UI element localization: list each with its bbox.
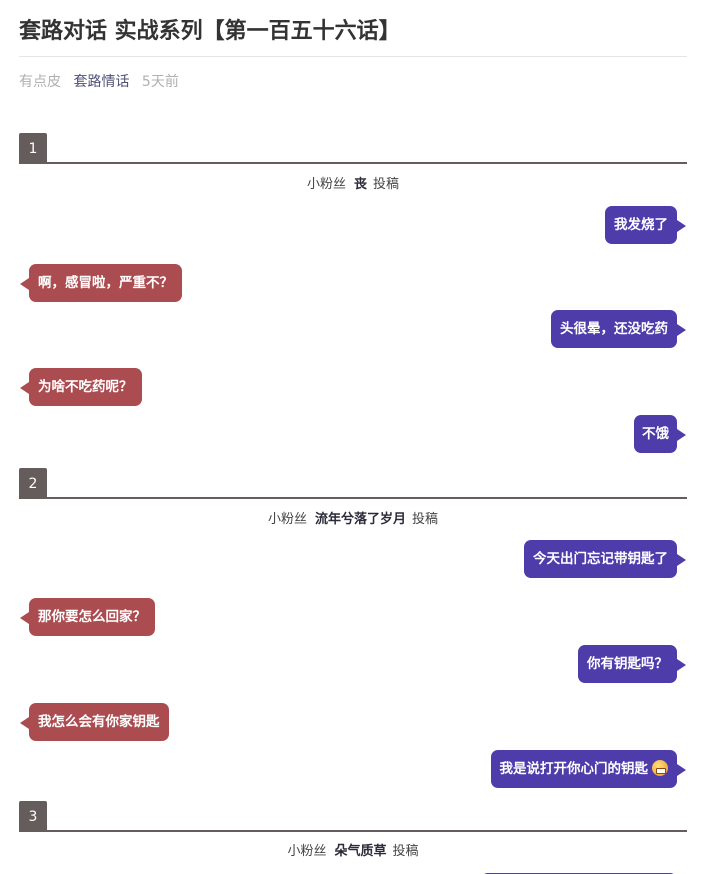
category-link[interactable]: 套路情话 xyxy=(73,74,130,90)
section-divider xyxy=(19,497,687,499)
chat-bubble-right: 头很晕，还没吃药 xyxy=(551,310,686,348)
message-text: 我发烧了 xyxy=(614,217,668,233)
credit-suffix: 投稿 xyxy=(392,844,419,859)
contributor-name: 丧 xyxy=(353,177,367,192)
credit-prefix: 小粉丝 xyxy=(267,512,307,527)
message-text: 头很晕，还没吃药 xyxy=(560,321,668,337)
article-meta: 有点皮 套路情话 5天前 xyxy=(19,72,179,92)
contributor-credit: 小粉丝朵气质草投稿 xyxy=(19,843,687,861)
section-header-1: 1 xyxy=(19,133,687,164)
grinning-face-emoji xyxy=(652,760,668,776)
message-text: 今天出门忘记带钥匙了 xyxy=(533,551,668,567)
credit-suffix: 投稿 xyxy=(412,512,439,527)
section-divider xyxy=(19,162,687,164)
page-title: 套路对话 实战系列【第一百五十六话】 xyxy=(19,19,401,44)
message-text: 为啥不吃药呢？ xyxy=(38,379,133,395)
section-header-3: 3 xyxy=(19,801,687,832)
chat-bubble-right: 今天出门忘记带钥匙了 xyxy=(524,540,686,578)
contributor-name: 流年兮落了岁月 xyxy=(314,512,406,527)
message-text: 啊，感冒啦，严重不？ xyxy=(38,275,173,291)
contributor-name: 朵气质草 xyxy=(334,844,387,859)
chat-bubble-right: 我发烧了 xyxy=(605,206,686,244)
chat-bubble-right: 我是说打开你心门的钥匙 xyxy=(490,750,686,788)
post-time: 5天前 xyxy=(141,74,179,90)
credit-prefix: 小粉丝 xyxy=(287,844,327,859)
message-text: 你有钥匙吗？ xyxy=(587,656,668,672)
credit-suffix: 投稿 xyxy=(373,177,400,192)
author-name[interactable]: 有点皮 xyxy=(19,74,61,90)
chat-bubble-left: 我怎么会有你家钥匙 xyxy=(20,703,169,741)
message-text: 我是说打开你心门的钥匙 xyxy=(499,761,649,777)
section-header-2: 2 xyxy=(19,468,687,499)
credit-prefix: 小粉丝 xyxy=(306,177,346,192)
section-divider xyxy=(19,830,687,832)
contributor-credit: 小粉丝流年兮落了岁月投稿 xyxy=(19,511,687,529)
message-text: 我怎么会有你家钥匙 xyxy=(38,714,160,730)
title-divider xyxy=(19,56,687,57)
chat-bubble-left: 啊，感冒啦，严重不？ xyxy=(20,264,182,302)
message-text: 不饿 xyxy=(642,426,669,442)
chat-bubble-left: 为啥不吃药呢？ xyxy=(20,368,142,406)
message-text: 那你要怎么回家？ xyxy=(38,609,146,625)
chat-bubble-right: 你有钥匙吗？ xyxy=(578,645,686,683)
contributor-credit: 小粉丝丧投稿 xyxy=(19,176,687,194)
chat-bubble-left: 那你要怎么回家？ xyxy=(20,598,155,636)
section-number-badge: 2 xyxy=(19,468,47,499)
section-number-badge: 3 xyxy=(19,801,47,832)
chat-bubble-right: 不饿 xyxy=(634,415,686,453)
section-number-badge: 1 xyxy=(19,133,47,164)
